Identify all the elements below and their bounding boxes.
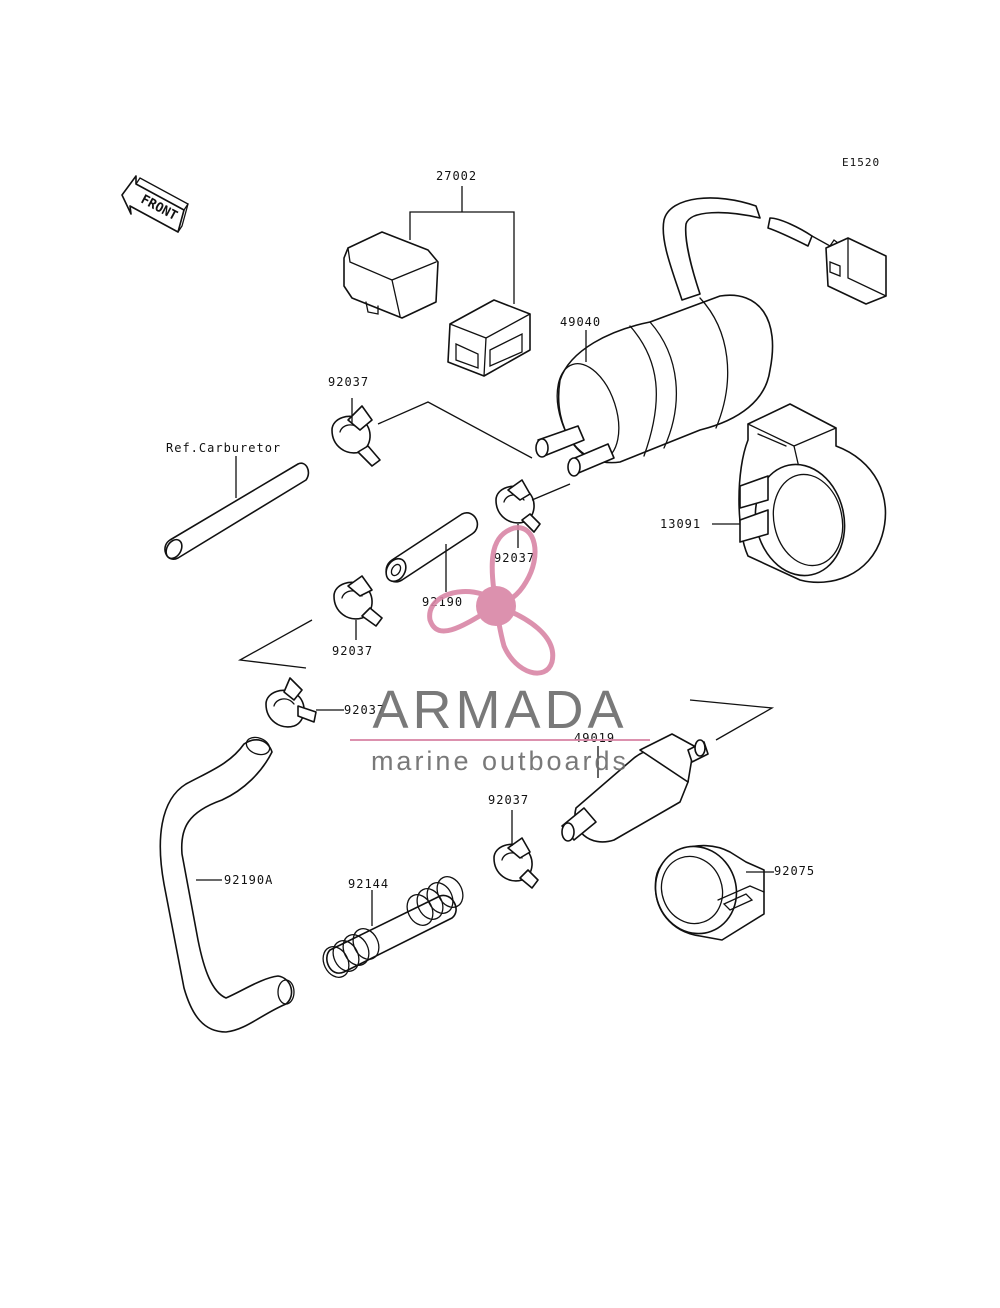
label-92037-c: 92037 bbox=[332, 644, 373, 658]
hose-clamp-a bbox=[331, 405, 381, 467]
fuel-pump-part bbox=[535, 197, 887, 477]
label-92037-a: 92037 bbox=[328, 375, 369, 389]
hose-clamp-c bbox=[333, 575, 383, 627]
damper-part bbox=[654, 844, 765, 941]
label-92037-e: 92037 bbox=[488, 793, 529, 807]
hose-clamp-b bbox=[495, 479, 541, 533]
phantom-line-c bbox=[689, 699, 775, 741]
hose-clamp-e bbox=[493, 837, 539, 889]
label-27002: 27002 bbox=[436, 169, 477, 183]
front-arrow-icon: FRONT bbox=[121, 175, 189, 233]
label-ref-carburetor: Ref.Carburetor bbox=[166, 441, 281, 455]
watermark-brand: ARMADA bbox=[372, 680, 627, 740]
label-13091: 13091 bbox=[660, 517, 701, 531]
fuel-filter-part bbox=[561, 733, 709, 843]
label-92037-b: 92037 bbox=[494, 551, 535, 565]
propeller-icon bbox=[427, 525, 556, 676]
label-49019: 49019 bbox=[574, 731, 615, 745]
label-92075: 92075 bbox=[774, 864, 815, 878]
pump-bracket-part bbox=[738, 403, 887, 584]
relay-part bbox=[343, 231, 439, 319]
phantom-line-a bbox=[377, 401, 533, 459]
carburetor-hose-part bbox=[164, 462, 310, 560]
short-hose-part bbox=[385, 512, 479, 583]
spring-protector-part bbox=[322, 876, 464, 978]
watermark: ARMADA marine outboards bbox=[350, 525, 650, 776]
label-49040: 49040 bbox=[560, 315, 601, 329]
phantom-line-b bbox=[237, 619, 313, 669]
label-92190A: 92190A bbox=[224, 873, 273, 887]
label-92144: 92144 bbox=[348, 877, 389, 891]
diagram-code: E1520 bbox=[842, 156, 880, 169]
watermark-tagline: marine outboards bbox=[371, 746, 629, 776]
long-hose-part bbox=[159, 736, 295, 1033]
hose-clamp-d bbox=[265, 677, 317, 728]
relay-connector-part bbox=[447, 299, 531, 377]
label-92037-d: 92037 bbox=[344, 703, 385, 717]
